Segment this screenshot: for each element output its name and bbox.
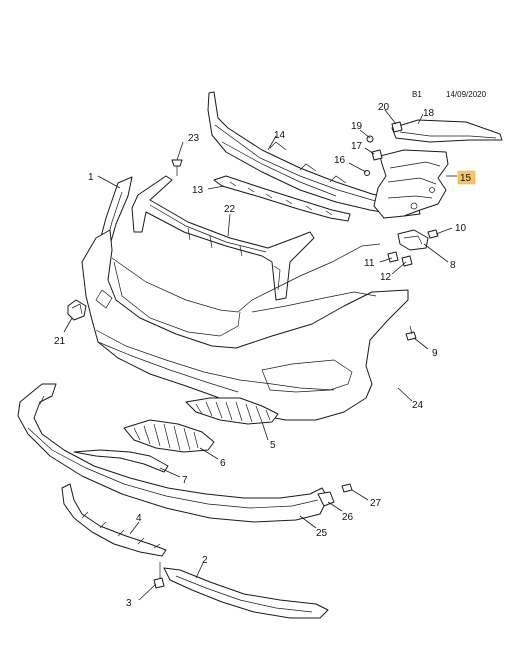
callout-7: 7 bbox=[182, 475, 188, 486]
part-side-bracket-lower[interactable] bbox=[373, 149, 449, 219]
callout-2: 2 bbox=[202, 555, 208, 566]
callout-15: 15 bbox=[460, 173, 472, 184]
part-side-bracket-upper[interactable] bbox=[391, 119, 503, 143]
part-lower-valance[interactable] bbox=[163, 567, 329, 619]
part-grille-insert-left[interactable] bbox=[123, 419, 215, 453]
callout-20: 20 bbox=[378, 102, 390, 113]
part-lower-spoiler[interactable] bbox=[17, 383, 329, 523]
part-bracket-8[interactable] bbox=[397, 229, 429, 251]
part-clip-20[interactable] bbox=[391, 121, 403, 133]
callout-12: 12 bbox=[380, 272, 392, 283]
part-clip-26[interactable] bbox=[317, 491, 335, 507]
part-bumper-cover[interactable] bbox=[81, 229, 409, 421]
part-screw-9[interactable] bbox=[405, 325, 417, 341]
part-upper-reinforcement[interactable] bbox=[213, 175, 351, 222]
part-screw-3[interactable] bbox=[153, 562, 165, 589]
part-clip-19[interactable] bbox=[366, 135, 374, 143]
part-screw-27[interactable] bbox=[341, 483, 353, 493]
callout-24: 24 bbox=[412, 400, 424, 411]
callout-11: 11 bbox=[364, 258, 375, 269]
part-clip-11[interactable] bbox=[387, 251, 399, 263]
part-left-cover[interactable] bbox=[67, 299, 87, 321]
callout-14: 14 bbox=[274, 130, 286, 141]
callout-26: 26 bbox=[342, 512, 354, 523]
part-clip-23[interactable] bbox=[171, 159, 183, 176]
callout-25: 25 bbox=[316, 528, 328, 539]
diagram-date: 14/09/2020 bbox=[446, 90, 487, 99]
callout-17: 17 bbox=[351, 141, 363, 152]
callout-18: 18 bbox=[423, 108, 435, 119]
callout-4: 4 bbox=[136, 513, 142, 524]
callout-10: 10 bbox=[455, 223, 467, 234]
part-trim-strip[interactable] bbox=[73, 449, 169, 473]
callout-16: 16 bbox=[334, 155, 346, 166]
callout-5: 5 bbox=[270, 440, 276, 451]
callout-15-highlight: 15 bbox=[457, 170, 476, 185]
callout-23: 23 bbox=[188, 133, 200, 144]
callout-6: 6 bbox=[220, 458, 226, 469]
callout-27: 27 bbox=[370, 498, 382, 509]
callout-19: 19 bbox=[351, 121, 363, 132]
part-grille-insert-right[interactable] bbox=[185, 397, 279, 425]
part-clip-10[interactable] bbox=[427, 229, 439, 239]
callout-9: 9 bbox=[432, 348, 438, 359]
callout-22: 22 bbox=[224, 204, 236, 215]
diagram-code: B1 bbox=[412, 90, 422, 99]
callout-8: 8 bbox=[450, 260, 456, 271]
callout-1: 1 bbox=[88, 172, 94, 183]
callout-3: 3 bbox=[126, 598, 132, 609]
part-upper-support[interactable] bbox=[131, 175, 315, 301]
leader-lines bbox=[63, 109, 457, 601]
callout-21: 21 bbox=[54, 336, 66, 347]
part-lower-deflector[interactable] bbox=[61, 483, 167, 557]
part-clip-17[interactable] bbox=[371, 149, 383, 161]
callout-13: 13 bbox=[192, 185, 204, 196]
